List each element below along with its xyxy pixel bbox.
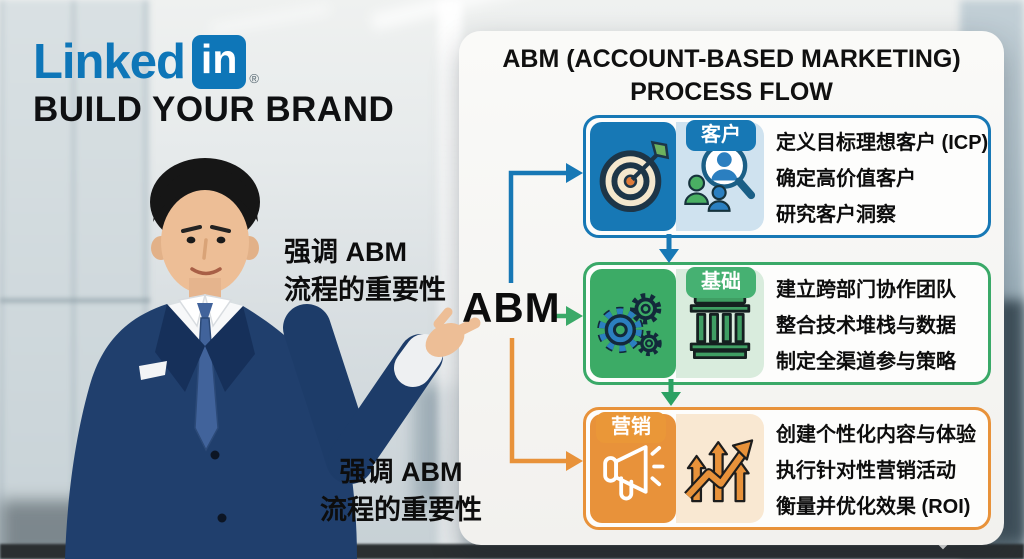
step-box-foundation: 基础 xyxy=(583,262,991,385)
note-lower: 强调 ABM 流程的重要性 xyxy=(316,454,486,530)
step-badge-marketing: 营销 xyxy=(596,412,666,443)
note-line: 流程的重要性 xyxy=(284,274,446,305)
step-text-foundation: 建立跨部门协作团队 整合技术堆栈与数据 制定全渠道参与策略 xyxy=(764,265,988,382)
abm-source-label: ABM xyxy=(462,284,561,331)
businessman-photo xyxy=(65,158,481,559)
build-your-brand-heading: BUILD YOUR BRAND xyxy=(33,90,395,129)
glass-rail xyxy=(0,298,150,303)
step-box-customer: 客户 定义目标理想客户 (ICP) xyxy=(583,115,991,238)
linkedin-in-icon: in xyxy=(191,35,247,89)
step-line: 建立跨部门协作团队 xyxy=(776,279,956,301)
panel-title: ABM (ACCOUNT-BASED MARKETING) PROCESS FL… xyxy=(459,43,1004,108)
step-line: 整合技术堆栈与数据 xyxy=(776,315,956,337)
linkedin-logo: Linked in ® xyxy=(33,34,259,90)
step-line: 衡量并优化效果 (ROI) xyxy=(776,496,971,518)
glass-highlight xyxy=(438,0,462,559)
note-line: 强调 ABM xyxy=(339,457,463,487)
linkedin-wordmark: Linked xyxy=(33,35,186,89)
step-line: 创建个性化内容与体验 xyxy=(776,424,976,446)
step-line: 研究客户洞察 xyxy=(776,204,896,226)
step-text-marketing: 创建个性化内容与体验 执行针对性营销活动 衡量并优化效果 (ROI) xyxy=(764,410,988,527)
panel-title-line2: PROCESS FLOW xyxy=(630,77,833,106)
registered-mark: ® xyxy=(249,71,259,86)
growth-arrows-icon xyxy=(676,414,764,523)
note-upper: 强调 ABM 流程的重要性 xyxy=(284,234,446,310)
step-line: 制定全渠道参与策略 xyxy=(776,351,956,373)
note-line: 强调 ABM xyxy=(284,237,407,267)
step-badge-foundation: 基础 xyxy=(686,267,756,298)
step-text-customer: 定义目标理想客户 (ICP) 确定高价值客户 研究客户洞察 xyxy=(764,118,988,235)
gears-icon xyxy=(590,269,676,378)
note-line: 流程的重要性 xyxy=(320,494,482,525)
panel-title-line1: ABM (ACCOUNT-BASED MARKETING) xyxy=(502,45,961,73)
step-badge-customer: 客户 xyxy=(686,120,756,151)
step-line: 定义目标理想客户 (ICP) xyxy=(776,132,989,154)
step-line: 确定高价值客户 xyxy=(776,168,916,190)
process-flow-panel: ABM (ACCOUNT-BASED MARKETING) PROCESS FL… xyxy=(459,31,1004,545)
step-box-marketing: 营销 xyxy=(583,407,991,530)
step-line: 执行针对性营销活动 xyxy=(776,460,956,482)
target-arrow-icon xyxy=(590,122,676,231)
